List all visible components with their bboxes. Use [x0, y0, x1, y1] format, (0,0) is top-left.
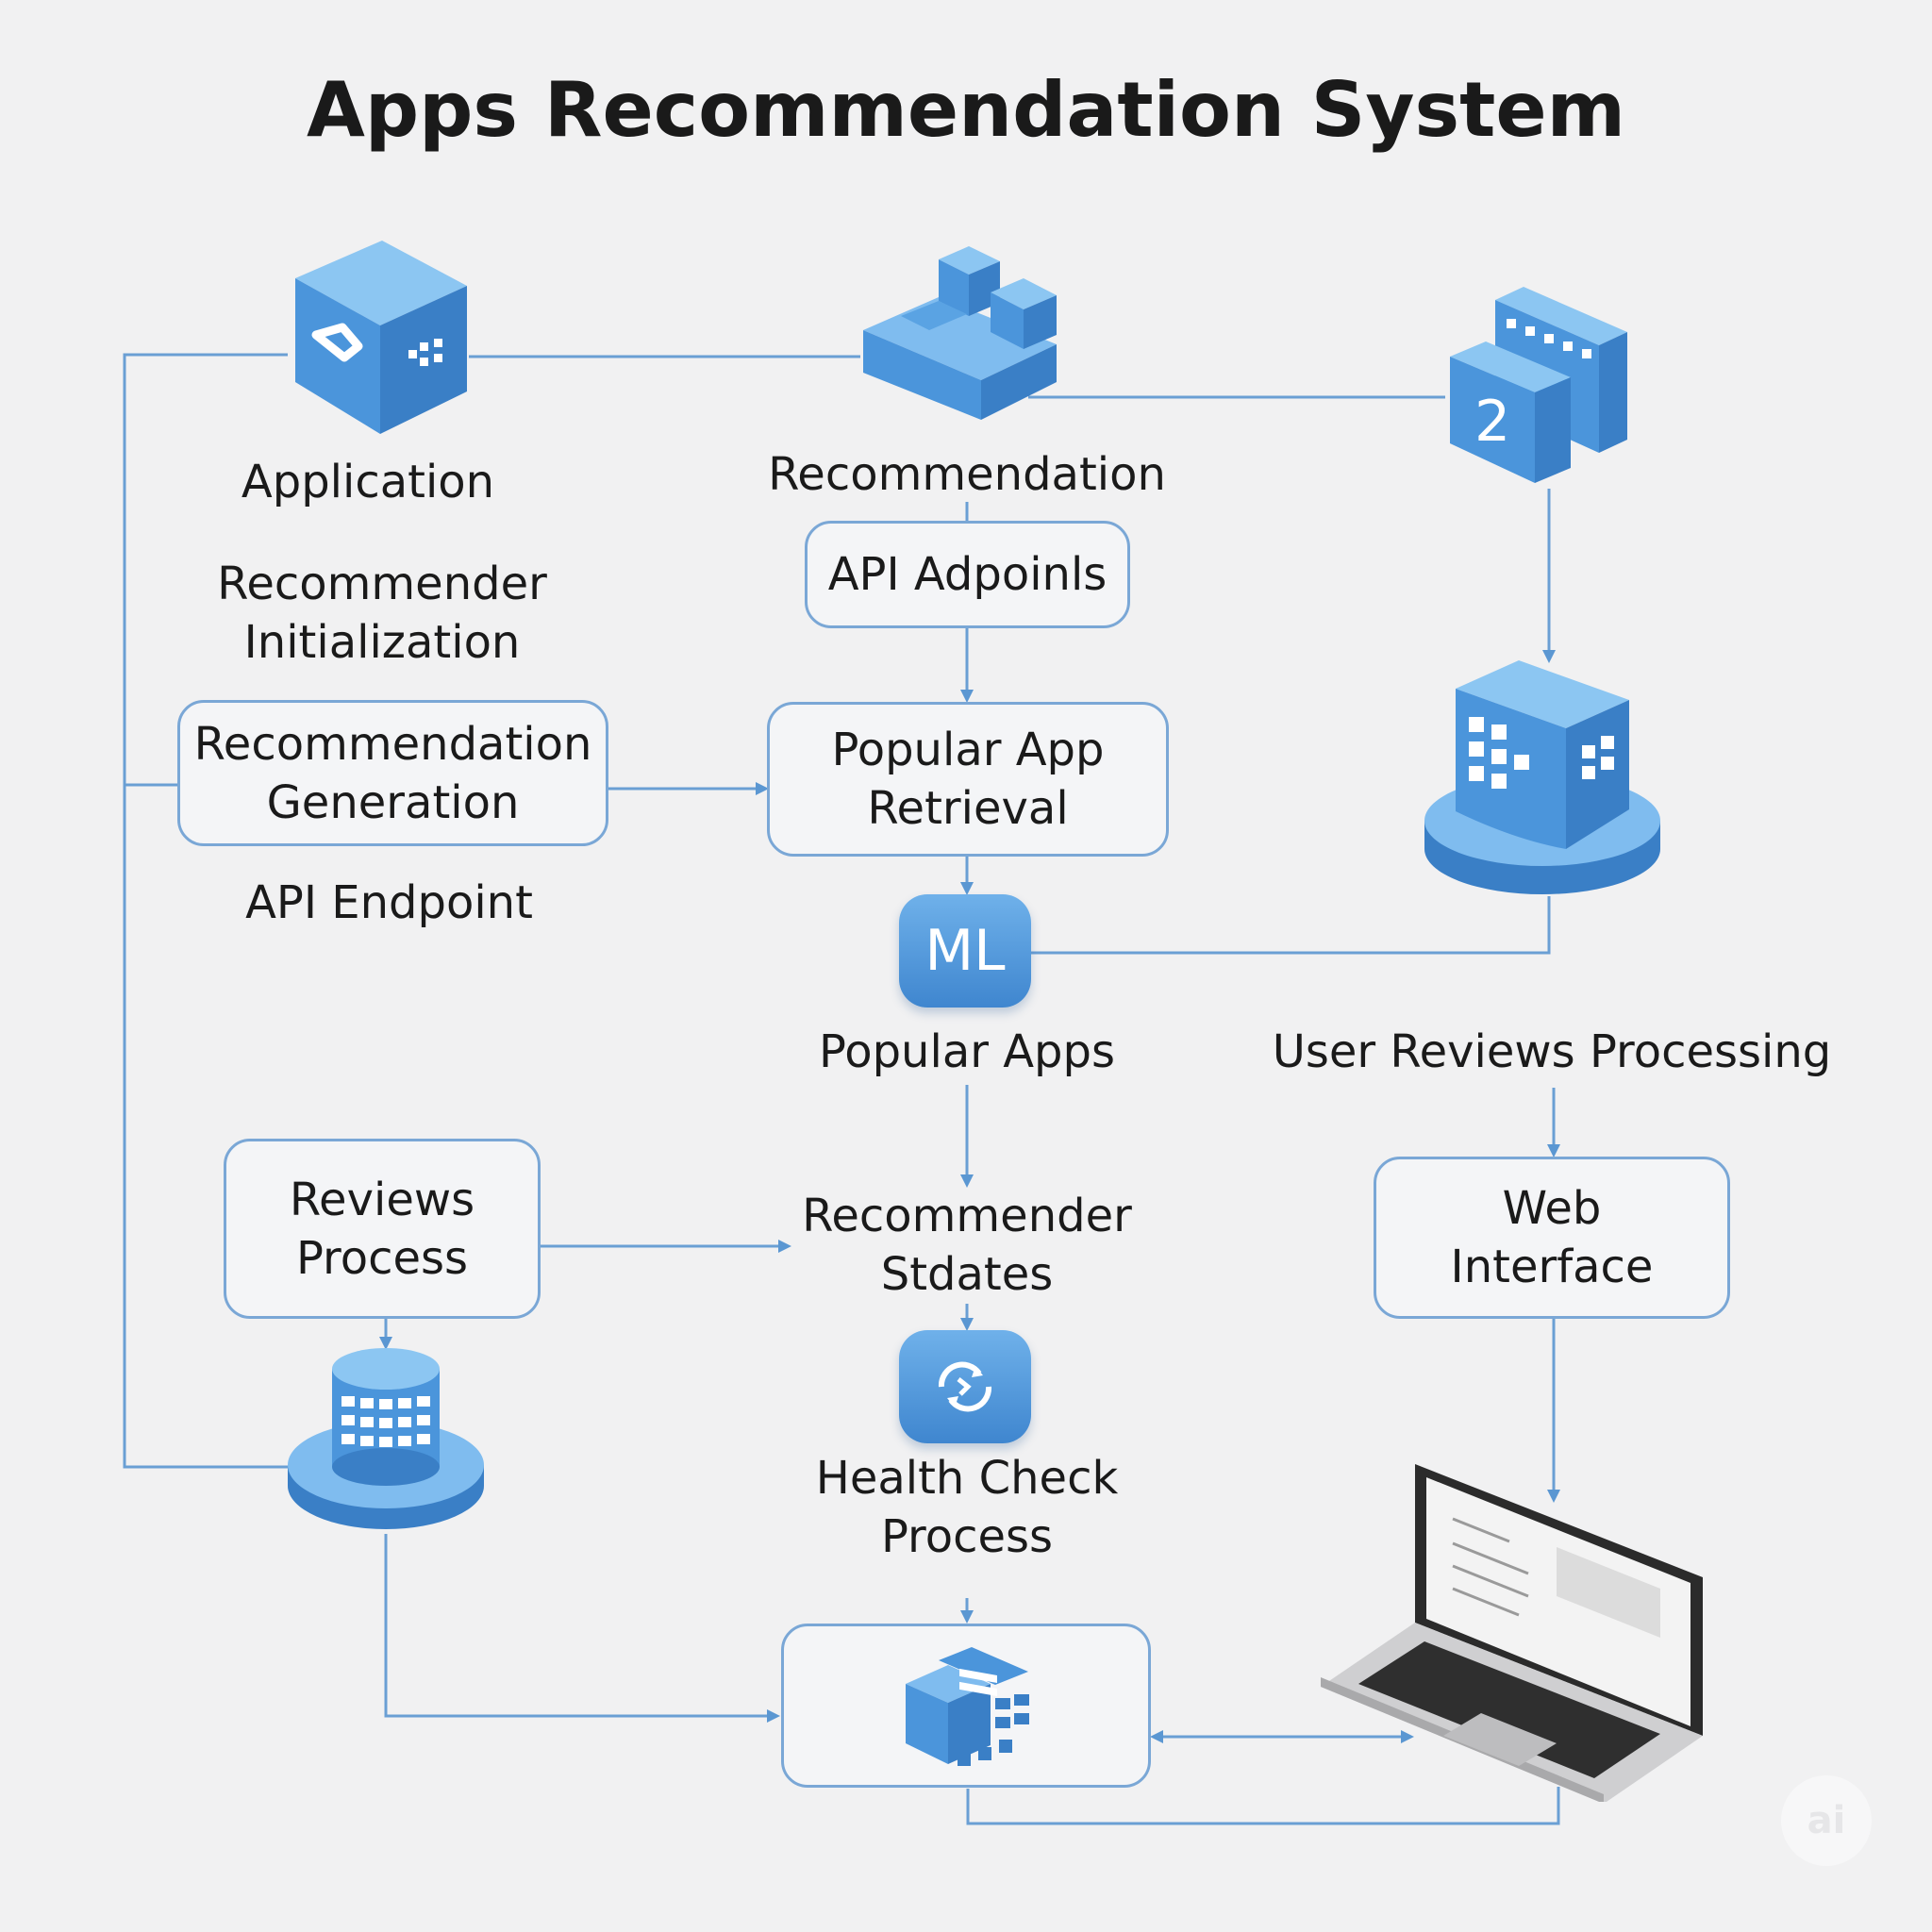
server-number: 2 — [1474, 389, 1511, 455]
watermark-badge: ai — [1781, 1775, 1872, 1866]
rec-gen-line-1: Recommendation — [193, 717, 592, 771]
recommendation-generation-box: Recommendation Generation — [177, 700, 608, 846]
popular-app-line-2: Retrieval — [867, 782, 1069, 835]
rec-gen-line-2: Generation — [266, 775, 520, 829]
application-cube-icon — [288, 241, 476, 439]
label-user-reviews-processing: User Reviews Processing — [1272, 1025, 1832, 1078]
server-rack-icon: 2 — [1448, 283, 1632, 486]
label-health-check-1: Health Check — [815, 1452, 1119, 1505]
ml-badge-icon: ML — [899, 894, 1031, 1008]
ml-to-db-line — [1028, 896, 1551, 955]
label-recommendation: Recommendation — [768, 448, 1166, 501]
web-interface-box: Web Interface — [1374, 1157, 1730, 1319]
label-recommender-init-2: Initialization — [243, 616, 521, 669]
left-bus-line — [123, 353, 288, 1469]
hub-cube-icon — [901, 1641, 1033, 1774]
page-title: Apps Recommendation System — [306, 66, 1625, 154]
health-check-sync-icon — [899, 1330, 1031, 1443]
reviews-line-1: Reviews — [289, 1173, 475, 1226]
label-recommender-stdates-1: Recommender — [802, 1190, 1132, 1242]
reviews-process-box: Reviews Process — [224, 1139, 541, 1319]
label-api-endpoint: API Endpoint — [245, 876, 533, 929]
label-application: Application — [241, 456, 495, 508]
database-cylinder-icon — [285, 1344, 488, 1533]
web-line-1: Web — [1502, 1182, 1602, 1235]
ml-badge-text: ML — [924, 918, 1006, 984]
popular-app-retrieval-box: Popular App Retrieval — [767, 702, 1169, 857]
label-recommender-stdates-2: Stdates — [880, 1248, 1054, 1301]
label-recommender-init-1: Recommender — [217, 558, 547, 610]
web-line-2: Interface — [1450, 1241, 1654, 1293]
recommendation-blocks-icon — [863, 241, 1061, 420]
label-health-check-2: Process — [880, 1510, 1054, 1563]
db-to-hub-arrow — [384, 1534, 780, 1723]
reviews-line-2: Process — [295, 1231, 469, 1285]
laptop-icon — [1321, 1453, 1707, 1804]
popular-app-line-1: Popular App — [831, 724, 1105, 776]
label-popular-apps: Popular Apps — [818, 1025, 1115, 1078]
api-adpoinls-text: API Adpoinls — [827, 548, 1108, 601]
hub-laptop-bottom-loop — [966, 1787, 1560, 1825]
api-adpoinls-box: API Adpoinls — [805, 521, 1130, 628]
database-building-icon — [1420, 651, 1665, 896]
